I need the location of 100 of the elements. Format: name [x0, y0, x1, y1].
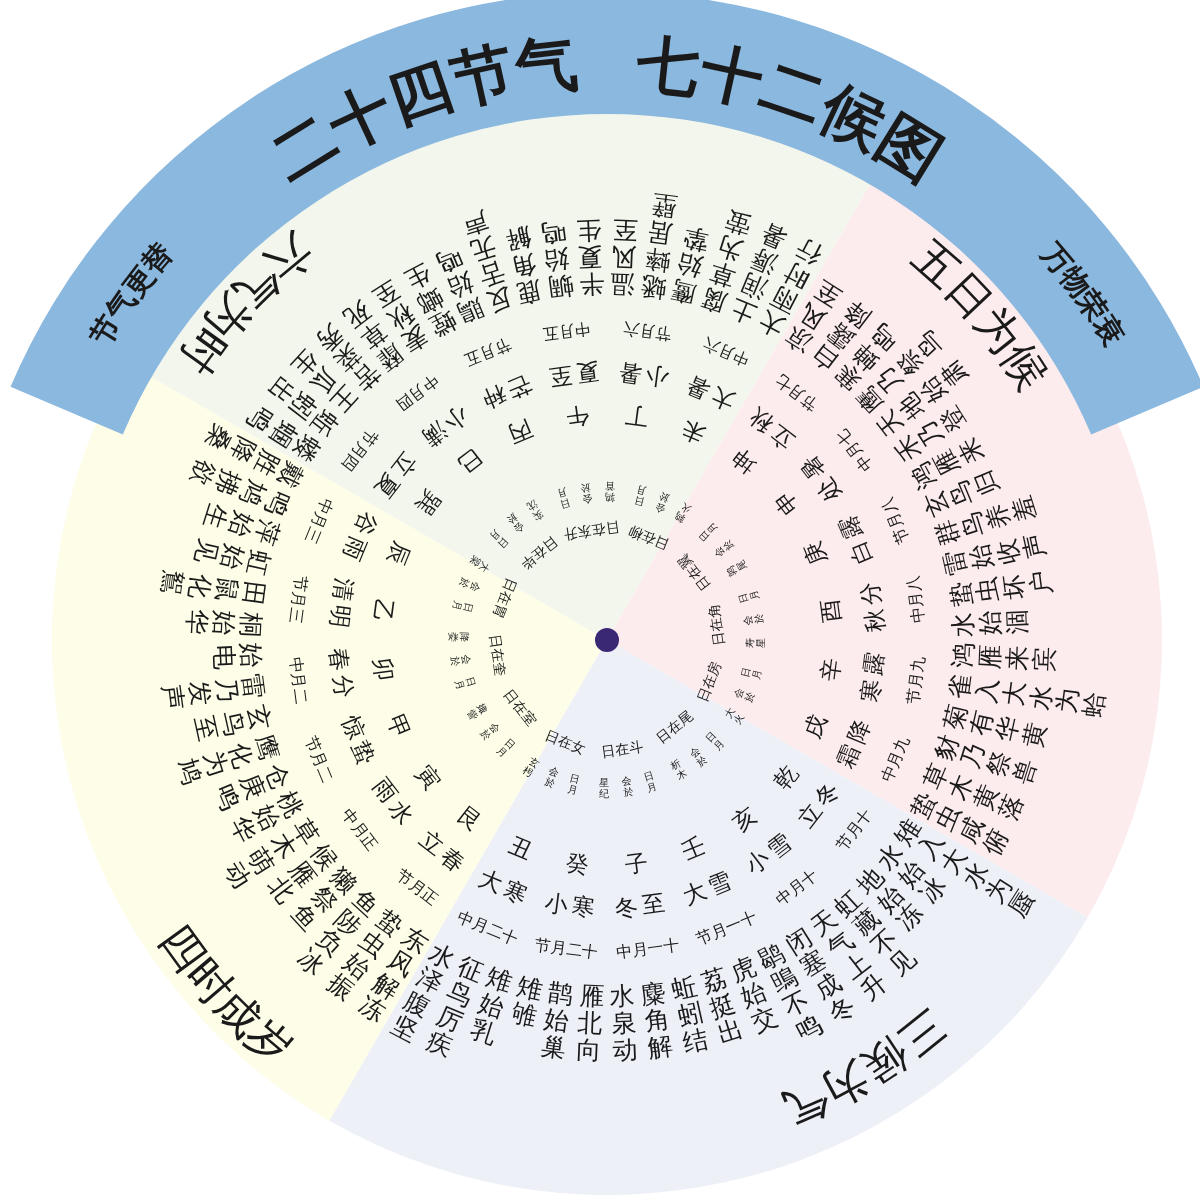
direction-label: 坤	[728, 444, 761, 477]
direction-label: 巽	[411, 486, 444, 519]
phenology-label: 桐始华	[182, 608, 265, 639]
sun-position-label: 日在斗	[600, 739, 645, 759]
month-label: 中月六	[701, 335, 752, 369]
conjunction-label: 娵訾	[464, 702, 489, 722]
conjunction-label: 寿星	[744, 637, 767, 649]
conjunction-label: 实沈	[525, 497, 545, 522]
solar-term-label: 大雪	[680, 866, 739, 909]
direction-label: 丑	[505, 833, 536, 864]
conjunction-label: 日月	[566, 773, 582, 797]
conjunction-label: 会於	[579, 481, 593, 505]
sun-position-label: 日在尾	[653, 708, 696, 746]
phenology-label: 鸿雁来宾	[949, 641, 1059, 673]
phenology-label: 蜩始鸣	[539, 217, 576, 302]
direction-label: 寅	[411, 761, 444, 794]
month-label: 节月一十	[693, 908, 759, 948]
direction-label: 壬	[678, 833, 709, 864]
month-label: 中月九	[878, 734, 912, 785]
conjunction-label: 鹑尾	[725, 558, 750, 578]
sun-position-label: 日在奎	[488, 633, 508, 678]
solar-term-label: 小暑	[613, 359, 671, 390]
month-label: 中月三	[302, 495, 336, 546]
solar-term-label: 惊蛰	[338, 713, 381, 772]
sun-position-label: 日在房	[694, 659, 724, 704]
month-label: 中月正	[338, 806, 381, 854]
solar-term-label: 白露	[833, 508, 876, 567]
month-label: 节月六	[622, 319, 673, 342]
month-label: 节月二十	[533, 937, 600, 962]
direction-label: 酉	[818, 597, 844, 624]
month-label: 中月十	[773, 866, 821, 909]
phenology-label: 雁北向	[575, 982, 606, 1065]
month-label: 中月一十	[614, 937, 681, 962]
conjunction-label: 日月	[737, 588, 762, 605]
direction-label: 甲	[383, 711, 414, 742]
direction-label: 庚	[800, 538, 831, 569]
conjunction-label: 星纪	[598, 777, 610, 800]
phenology-label: 始电	[209, 641, 265, 671]
band-label: 节气更替	[83, 236, 180, 352]
month-label: 节月八	[878, 495, 912, 546]
direction-label: 乾	[770, 761, 803, 794]
direction-label: 子	[623, 851, 650, 877]
phenology-label: 水泉动	[608, 982, 639, 1065]
month-label: 中月二	[286, 655, 309, 706]
phenology-label: 水始涸	[949, 608, 1032, 639]
conjunction-label: 降娄	[447, 631, 470, 643]
solar-term-label: 小寒	[543, 890, 601, 921]
conjunction-label: 日月	[555, 485, 572, 510]
solar-term-label: 大暑	[680, 371, 739, 414]
month-label: 中月八	[905, 574, 928, 625]
conjunction-label: 日月	[452, 675, 477, 692]
solar-term-label: 秋分	[857, 576, 888, 634]
solar-term-label: 冬至	[613, 890, 671, 921]
month-label: 中月四	[393, 371, 441, 414]
phenology-label: 半夏生	[575, 215, 606, 298]
month-label: 节月七	[773, 371, 821, 414]
sun-position-label: 日在胃	[490, 576, 520, 621]
conjunction-label: 大梁	[467, 553, 492, 574]
sun-position-label: 日在东升	[563, 520, 621, 542]
sun-position-label: 日在女	[543, 727, 588, 757]
conjunction-label: 会於	[733, 686, 757, 705]
conjunction-label: 大火	[722, 706, 747, 727]
sun-position-label: 日在柳	[626, 523, 671, 553]
direction-label: 午	[564, 403, 591, 429]
conjunction-label: 会於	[457, 575, 481, 594]
direction-label: 未	[678, 416, 709, 447]
sun-position-label: 日在角	[706, 602, 726, 647]
conjunction-label: 日月	[632, 483, 648, 507]
direction-label: 亥	[728, 803, 761, 836]
conjunction-label: 玄枵	[520, 755, 541, 780]
solar-term-label: 寒露	[857, 646, 888, 704]
month-label: 节月十	[833, 806, 876, 854]
solar-term-label: 清明	[326, 576, 357, 634]
conjunction-label: 析木	[669, 758, 689, 783]
direction-label: 巳	[453, 444, 486, 477]
direction-label: 卯	[370, 656, 396, 683]
sun-position-label: 日在翼	[675, 551, 713, 594]
direction-label: 丙	[505, 416, 536, 447]
direction-label: 癸	[564, 851, 591, 877]
conjunction-label: 鹑首	[604, 480, 616, 503]
month-label: 节月二	[302, 734, 336, 785]
phenology-label: 温风至	[608, 215, 639, 298]
conjunction-label: 鹑火	[673, 500, 694, 525]
conjunction-label: 会於	[653, 490, 672, 514]
month-label: 节月三	[286, 574, 309, 625]
solar-term-label: 芒种	[475, 371, 534, 414]
month-label: 中月五	[541, 319, 592, 342]
direction-label: 戌	[800, 711, 831, 742]
conjunction-label: 日月	[642, 770, 659, 795]
direction-label: 丁	[623, 403, 650, 429]
conjunction-label: 会於	[542, 766, 561, 790]
month-label: 中月二十	[455, 908, 521, 948]
sun-position-label: 日在毕	[518, 534, 561, 572]
month-label: 节月五	[462, 335, 513, 369]
conjunction-label: 日月	[740, 665, 764, 681]
conjunction-label: 会於	[448, 654, 472, 668]
solar-term-label: 夏至	[543, 359, 601, 390]
sun-position-label: 日在室	[501, 686, 539, 729]
month-label: 节月正	[393, 866, 441, 909]
direction-label: 乙	[370, 597, 396, 624]
